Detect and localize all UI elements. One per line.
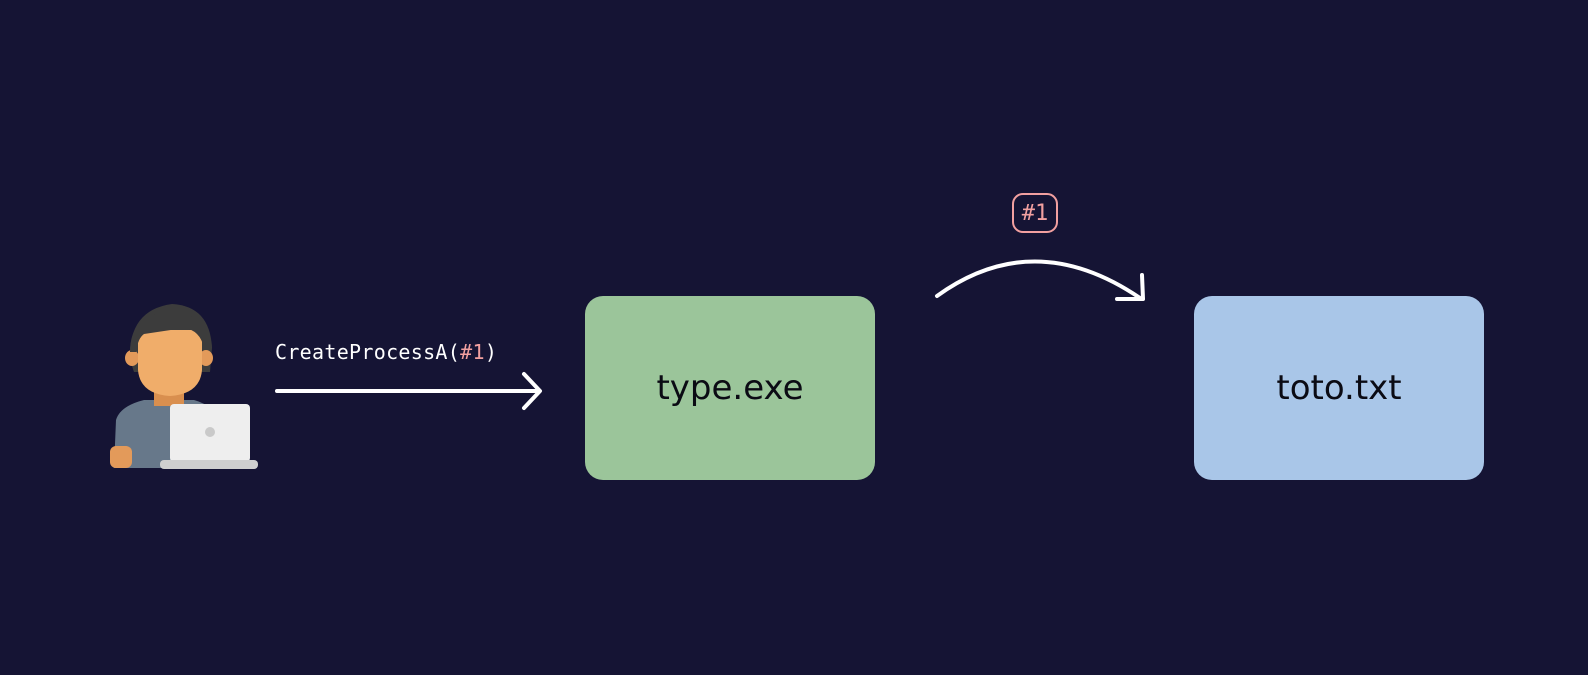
user-with-laptop-icon [110, 304, 258, 469]
file-box: toto.txt [1194, 296, 1484, 480]
handle-badge: #1 [1012, 193, 1058, 233]
process-box: type.exe [585, 296, 875, 480]
call-function-name: CreateProcessA( [275, 340, 461, 364]
call-label: CreateProcessA(#1) [275, 340, 497, 364]
call-arrow [275, 372, 542, 410]
call-close-paren: ) [484, 340, 498, 364]
call-argument: #1 [460, 340, 485, 364]
open-file-arrow [935, 259, 1145, 301]
file-label: toto.txt [1276, 368, 1402, 408]
process-label: type.exe [656, 368, 804, 408]
